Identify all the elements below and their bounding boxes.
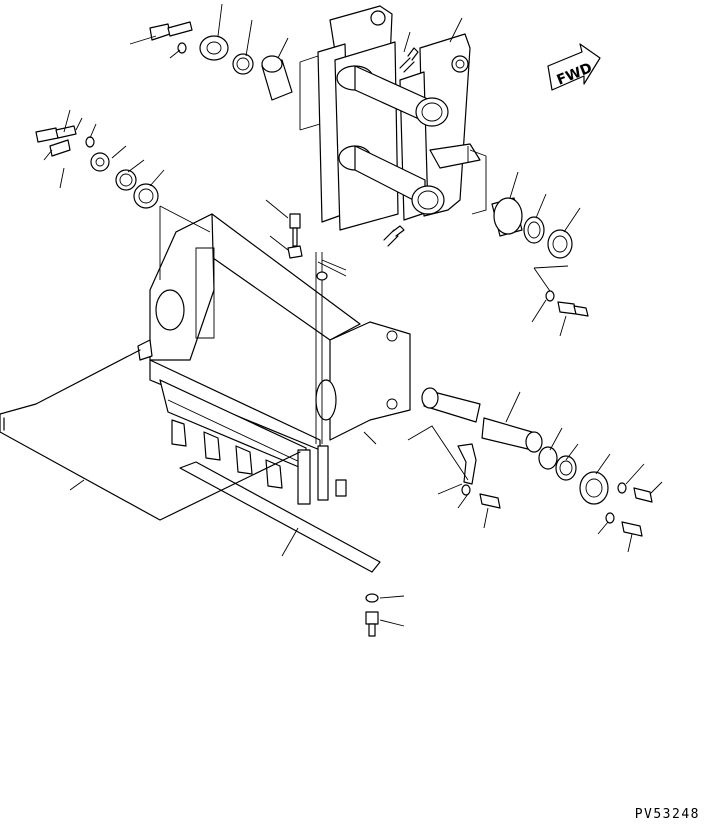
left-guard-rod (0, 349, 301, 521)
right-pin-chain (421, 387, 663, 553)
frame-top-bolts (265, 199, 347, 281)
pivot-bracket-assembly (299, 5, 487, 247)
main-frame-body (137, 213, 411, 505)
frame-guide-line-left (159, 205, 211, 280)
bottom-bolt-washer (335, 479, 405, 637)
upper-left-bolt-chain (129, 3, 293, 101)
mid-left-bolt-chain (35, 109, 165, 209)
fwd-direction-arrow: FWD (547, 43, 601, 91)
small-bracket-clip (407, 425, 501, 529)
right-upper-bushing-chain (491, 171, 589, 337)
drawing-code: PV53248 (634, 807, 700, 822)
misc-leaders (363, 17, 463, 445)
flat-bar-plate (179, 461, 381, 573)
